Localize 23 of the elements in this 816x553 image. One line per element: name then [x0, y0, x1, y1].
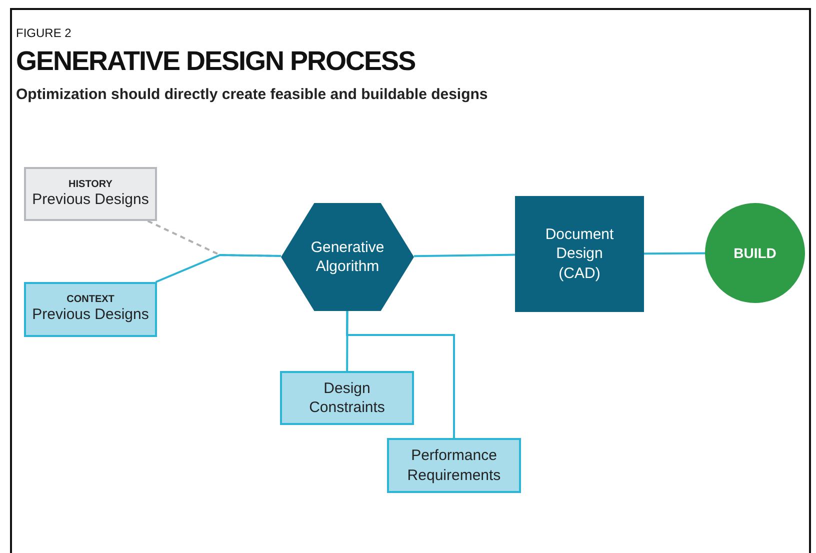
diagram-title: GENERATIVE DESIGN PROCESS	[16, 46, 416, 77]
connector-line	[155, 254, 282, 283]
box-heading: HISTORY	[68, 178, 112, 190]
figure-number: FIGURE 2	[16, 26, 72, 40]
box-label: Document Design (CAD)	[544, 224, 615, 284]
connector-line	[644, 252, 705, 255]
process-box	[515, 196, 644, 312]
box-label: Previous Designs	[32, 305, 149, 325]
connector-line	[346, 311, 348, 371]
subtitle: Optimization should directly create feasible and buildable designs	[16, 86, 488, 103]
process-box	[24, 282, 157, 337]
box-label: Generative Algorithm	[310, 238, 386, 276]
box-label: Design Constraints	[308, 378, 386, 418]
process-box	[280, 371, 414, 425]
box-label: Previous Designs	[32, 190, 149, 210]
terminal-label: BUILD	[734, 244, 776, 262]
process-hexagon	[281, 203, 414, 311]
box-heading: CONTEXT	[66, 294, 114, 306]
process-box	[387, 438, 521, 493]
connector-line	[346, 311, 455, 438]
box-label: Performance Requirements	[406, 446, 502, 485]
connector-line	[414, 254, 516, 258]
process-box	[24, 167, 157, 221]
